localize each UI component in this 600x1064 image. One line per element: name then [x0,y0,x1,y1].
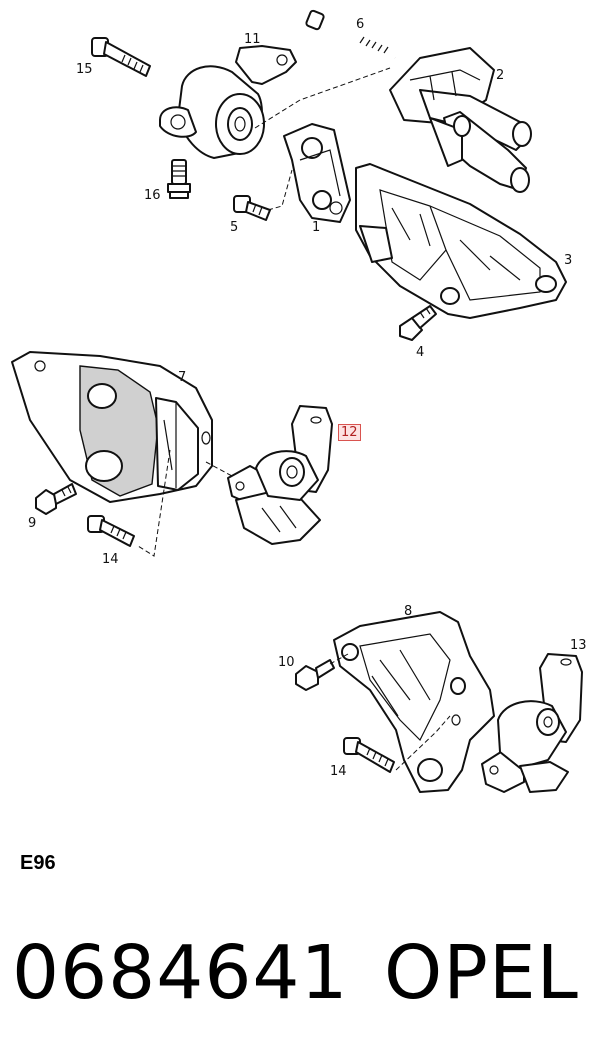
brand-name: OPEL [384,930,579,1016]
bolt-10 [295,659,335,691]
callout-1: 1 [312,220,321,235]
callout-15: 15 [76,62,93,77]
callout-12-highlighted[interactable]: 12 [338,424,361,441]
bracket-1 [283,123,351,223]
callout-8: 8 [404,604,413,619]
diagram-drawing [11,9,583,793]
callout-5: 5 [230,220,239,235]
bracket-2 [389,47,532,193]
callout-13: 13 [570,638,587,653]
bracket-8 [333,611,495,793]
bolt-5 [233,195,271,221]
diagram-code: E96 [20,852,56,874]
callout-10: 10 [278,655,295,670]
callout-6: 6 [356,17,365,32]
bolt-16 [167,159,191,199]
mount-13 [481,653,583,793]
callout-14-bottom: 14 [330,764,347,779]
callout-7: 7 [178,370,187,385]
mount-plate-7 [11,351,213,503]
callout-14-middle: 14 [102,552,119,567]
exploded-parts-diagram: 1 2 3 4 5 6 7 8 9 10 11 12 13 14 14 15 1… [11,9,587,793]
mount-12 [227,405,333,545]
callout-11: 11 [244,32,261,47]
callout-9: 9 [28,516,37,531]
callout-2: 2 [496,68,505,83]
bolt-14-bottom [343,737,395,773]
part-number: 0684641 [12,930,349,1016]
bolt-14-middle [87,515,135,547]
bolt-15 [91,37,151,77]
callout-16: 16 [144,188,161,203]
mount-bush-11 [159,45,297,159]
callout-4: 4 [416,345,425,360]
callout-3: 3 [564,253,573,268]
bolt-6 [305,9,396,60]
bolt-9 [35,483,77,515]
bolt-4 [399,305,437,341]
bracket-3 [355,163,567,319]
